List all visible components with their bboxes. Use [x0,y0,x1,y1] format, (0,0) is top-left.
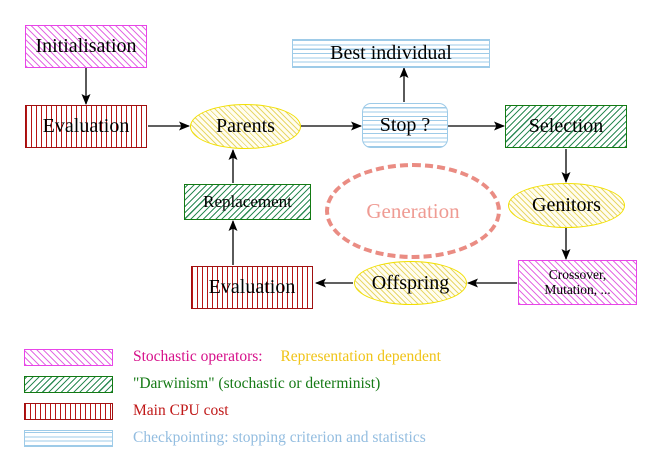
node-parents-label: Parents [216,115,275,137]
node-crossover-label-line1: Crossover, [548,267,607,283]
legend-label-darwinism: "Darwinism" (stochastic or determinist) [133,375,381,392]
node-crossover-mutation[interactable]: Crossover, Mutation, ... [518,260,637,305]
node-initialisation[interactable]: Initialisation [25,25,147,68]
legend-swatch-checkpointing [24,429,113,447]
legend-row: "Darwinism" (stochastic or determinist) [0,371,662,397]
node-crossover-label-line2: Mutation, ... [544,281,611,297]
node-stop[interactable]: Stop ? [362,103,448,148]
node-best-individual-label: Best individual [330,42,452,64]
legend-row: Main CPU cost [0,398,662,424]
node-offspring-label: Offspring [371,271,450,294]
legend-label-representation-dependent: Representation dependent [280,348,441,365]
legend-swatch-stochastic-operators [24,348,113,366]
node-evaluation-top[interactable]: Evaluation [25,105,147,148]
node-selection[interactable]: Selection [505,105,627,148]
legend-swatch-darwinism [24,375,113,393]
node-genitors[interactable]: Genitors [508,183,625,228]
legend-row: Checkpointing: stopping criterion and st… [0,425,662,451]
node-genitors-label: Genitors [532,194,601,216]
node-offspring[interactable]: Offspring [354,261,467,305]
node-best-individual[interactable]: Best individual [292,39,490,68]
legend-text-stochastic: Stochastic operators: Representation dep… [133,348,441,366]
legend: Stochastic operators: Representation dep… [0,338,662,458]
legend-label-stochastic-operators: Stochastic operators: [133,348,263,365]
node-selection-label: Selection [528,115,604,137]
node-replacement-label: Replacement [203,192,292,212]
node-generation-boundary: Generation [325,163,501,259]
legend-swatch-main-cpu-cost [24,402,113,420]
node-replacement[interactable]: Replacement [184,184,311,220]
legend-row: Stochastic operators: Representation dep… [0,344,662,370]
node-generation-label: Generation [366,198,460,223]
node-stop-label: Stop ? [379,114,431,136]
node-evaluation-bottom[interactable]: Evaluation [191,266,313,309]
legend-label-checkpointing: Checkpointing: stopping criterion and st… [133,429,426,446]
node-parents[interactable]: Parents [190,104,301,149]
node-evaluation-bottom-label: Evaluation [208,276,296,298]
node-evaluation-top-label: Evaluation [42,115,130,137]
node-initialisation-label: Initialisation [35,35,137,57]
legend-label-main-cpu-cost: Main CPU cost [133,402,229,419]
